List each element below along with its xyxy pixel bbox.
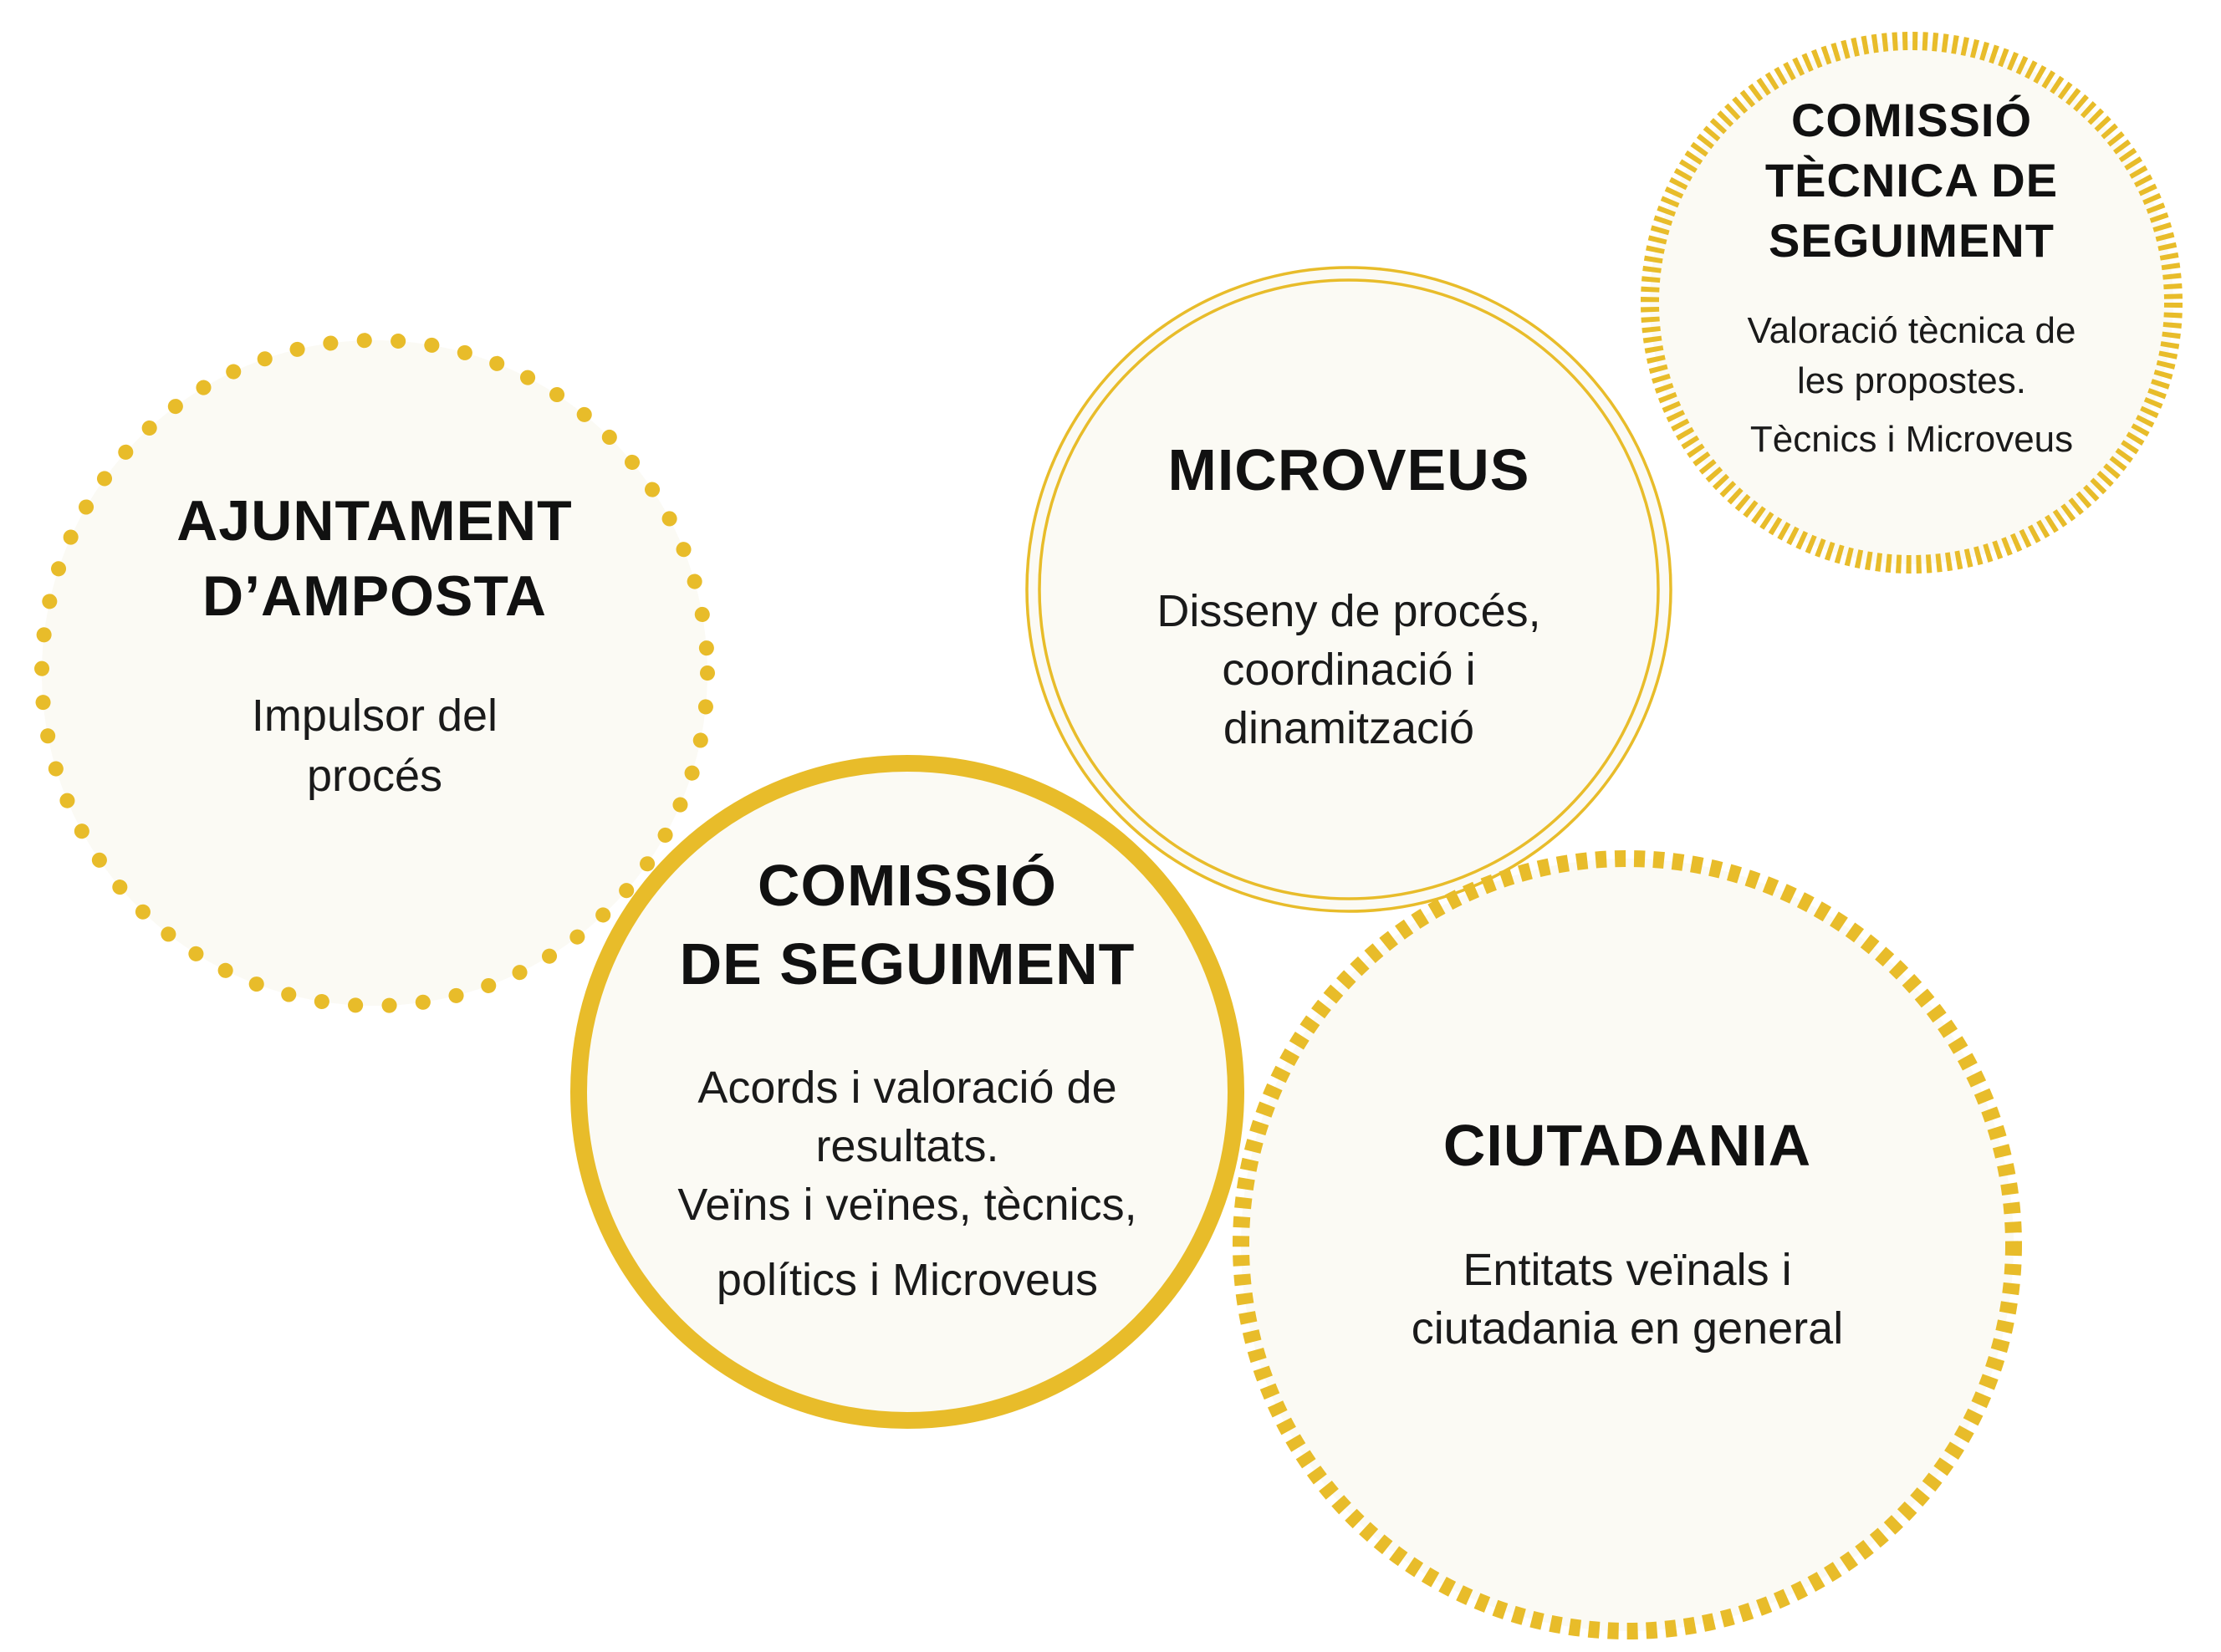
microveus-desc-line-2: coordinació i xyxy=(1222,645,1476,695)
comissio-seguiment-title-line-2: DE SEGUIMENT xyxy=(679,931,1136,997)
comissio-seguiment-desc-line-4: polítics i Microveus xyxy=(716,1255,1099,1305)
microveus-circle xyxy=(1025,266,1672,913)
microveus-desc-line-3: dinamització xyxy=(1223,703,1475,753)
ciutadania-desc-line-1: Entitats veïnals i xyxy=(1463,1245,1792,1295)
ciutadania-description: Entitats veïnals i ciutadania en general xyxy=(1351,1241,1903,1358)
comissio-seguiment-desc-line-1: Acords i valoració de xyxy=(697,1063,1117,1113)
ajuntament-description: Impulsor del procés xyxy=(124,686,625,806)
ajuntament-node: AJUNTAMENT D’AMPOSTA Impulsor del procés xyxy=(124,483,625,806)
ajuntament-circle xyxy=(34,333,715,1013)
ajuntament-desc-line-1: Impulsor del xyxy=(251,691,498,741)
ajuntament-title-line-1: AJUNTAMENT xyxy=(176,489,573,553)
microveus-node: MICROVEUS Disseny de procés, coordinació… xyxy=(1098,428,1600,757)
comissio-tecnica-desc-line-2: les propostes. xyxy=(1797,360,2026,401)
ciutadania-title: CIUTADANIA xyxy=(1442,1113,1812,1178)
comissio-seguiment-desc-line-3: Veïns i veïnes, tècnics, xyxy=(677,1180,1137,1230)
ajuntament-title: AJUNTAMENT D’AMPOSTA xyxy=(124,483,625,634)
ajuntament-desc-line-2: procés xyxy=(306,751,443,801)
comissio-seguiment-desc-line-2: resultats. xyxy=(815,1121,999,1171)
ciutadania-circle xyxy=(1233,850,2022,1639)
microveus-desc-line-1: Disseny de procés, xyxy=(1156,586,1541,636)
comissio-seguiment-node: COMISSIÓ DE SEGUIMENT Acords i valoració… xyxy=(623,846,1192,1309)
comissio-tecnica-desc-line-3: Tècnics i Microveus xyxy=(1749,419,2074,460)
comissio-tecnica-desc-line-1: Valoració tècnica de xyxy=(1747,310,2076,351)
comissio-tecnica-title-line-3: SEGUIMENT xyxy=(1769,214,2055,267)
comissio-tecnica-title-line-2: TÈCNICA DE xyxy=(1764,154,2059,206)
comissio-seguiment-title-line-1: COMISSIÓ xyxy=(757,853,1058,918)
comissio-tecnica-circle xyxy=(1641,32,2183,574)
comissio-tecnica-description: Valoració tècnica de les propostes. Tècn… xyxy=(1686,306,2137,465)
comissio-seguiment-description: Acords i valoració de resultats. Veïns i… xyxy=(623,1058,1192,1309)
ciutadania-desc-line-2: ciutadania en general xyxy=(1411,1303,1844,1354)
microveus-inner-ring xyxy=(1038,278,1660,900)
comissio-tecnica-title-line-1: COMISSIÓ xyxy=(1790,94,2033,146)
comissio-tecnica-title: COMISSIÓ TÈCNICA DE SEGUIMENT xyxy=(1686,90,2137,271)
ajuntament-title-line-2: D’AMPOSTA xyxy=(202,564,547,628)
ciutadania-node: CIUTADANIA Entitats veïnals i ciutadania… xyxy=(1351,1104,1903,1358)
comissio-seguiment-circle xyxy=(570,755,1244,1429)
comissio-seguiment-title: COMISSIÓ DE SEGUIMENT xyxy=(623,846,1192,1003)
microveus-title: MICROVEUS xyxy=(1167,437,1530,502)
comissio-tecnica-node: COMISSIÓ TÈCNICA DE SEGUIMENT Valoració … xyxy=(1686,90,2137,465)
microveus-description: Disseny de procés, coordinació i dinamit… xyxy=(1098,582,1600,757)
